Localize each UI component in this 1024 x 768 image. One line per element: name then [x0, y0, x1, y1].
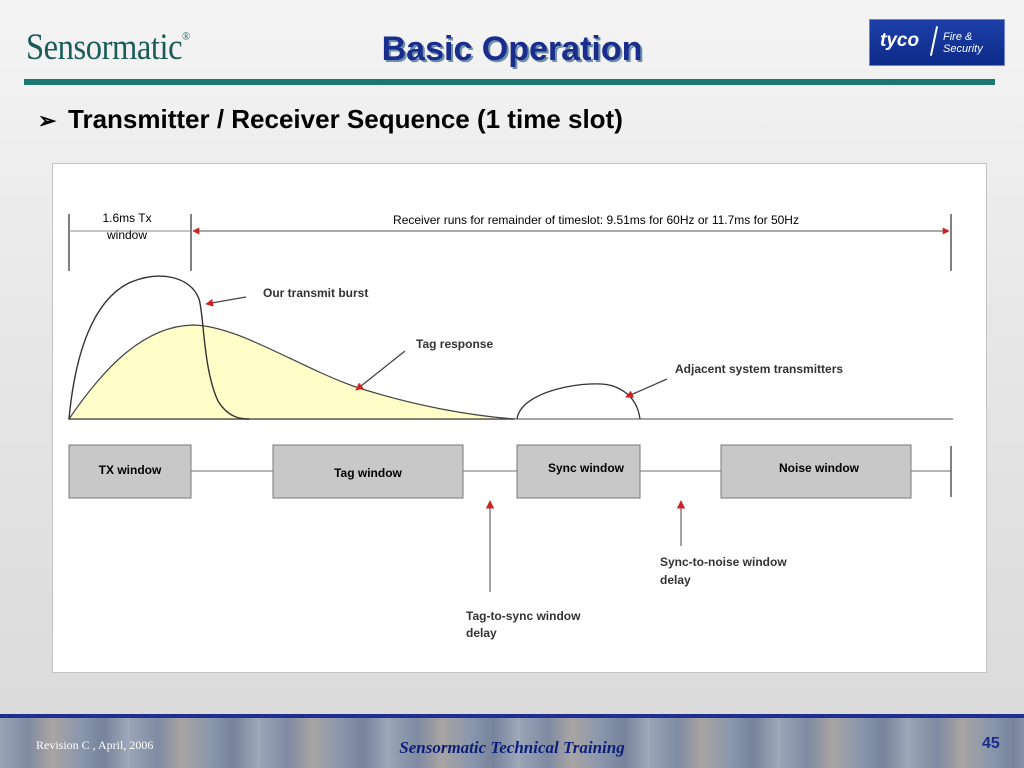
- adjacent-pointer: [625, 378, 668, 398]
- tag-to-sync-label-line1: Tag-to-sync window: [466, 609, 581, 623]
- tx-window-label: TX window: [99, 463, 162, 477]
- tx-window-label-line2: window: [106, 228, 147, 242]
- adjacent-transmitter-curve: [516, 383, 641, 420]
- page-number: 45: [982, 735, 1000, 752]
- brand-name: Sensormatic: [26, 27, 183, 68]
- sync-window-box: [516, 444, 641, 499]
- adjacent-label: Adjacent system transmitters: [675, 362, 843, 376]
- tyco-subtitle: Fire & Security: [943, 31, 983, 55]
- bullet-point: ➢ Transmitter / Receiver Sequence (1 time…: [38, 104, 623, 135]
- sync-window-label: Sync window: [548, 461, 625, 475]
- footer-title: Sensormatic Technical Training: [399, 738, 625, 757]
- header-rule: [24, 79, 995, 85]
- tag-response-curve: [67, 324, 516, 420]
- transmit-burst-pointer: [205, 296, 247, 307]
- tyco-sub-line2: Security: [943, 43, 983, 55]
- tyco-wordmark: tyco: [880, 30, 920, 51]
- page-title: Basic Operation: [381, 30, 643, 68]
- transmit-burst-curve: [68, 275, 250, 420]
- footer-photo-strip: [0, 718, 1024, 768]
- sync-to-noise-label-line1: Sync-to-noise window: [660, 555, 787, 569]
- tx-window-box: [68, 444, 192, 499]
- tag-to-sync-label-line2: delay: [466, 626, 497, 640]
- tyco-sub-line1: Fire &: [943, 31, 973, 43]
- tag-window-box: [272, 444, 464, 499]
- tag-window-label: Tag window: [334, 466, 402, 480]
- tag-response-pointer: [355, 350, 406, 391]
- tyco-slash-icon: [929, 26, 939, 56]
- bullet-text: Transmitter / Receiver Sequence (1 time …: [68, 104, 623, 134]
- tag-response-label: Tag response: [416, 337, 493, 351]
- arrow-bullet-icon: ➢: [38, 108, 57, 133]
- noise-window-label: Noise window: [779, 461, 860, 475]
- registered-mark: ®: [182, 28, 190, 43]
- sensormatic-logo: Sensormatic®: [26, 26, 190, 69]
- sequence-diagram: 1.6ms Tx window Receiver runs for remain…: [52, 163, 987, 673]
- tyco-logo: tyco Fire & Security: [869, 19, 1005, 66]
- sequence-diagram-svg: 1.6ms Tx window Receiver runs for remain…: [67, 211, 953, 640]
- footer-banner: [0, 714, 1024, 768]
- revision-label: Revision C , April, 2006: [36, 738, 154, 752]
- noise-window-box: [720, 444, 912, 499]
- transmit-burst-label: Our transmit burst: [263, 286, 368, 300]
- receiver-label: Receiver runs for remainder of timeslot:…: [393, 213, 799, 227]
- footer-rule: [0, 714, 1024, 718]
- tx-window-label-line1: 1.6ms Tx: [102, 211, 151, 225]
- sync-to-noise-label-line2: delay: [660, 573, 691, 587]
